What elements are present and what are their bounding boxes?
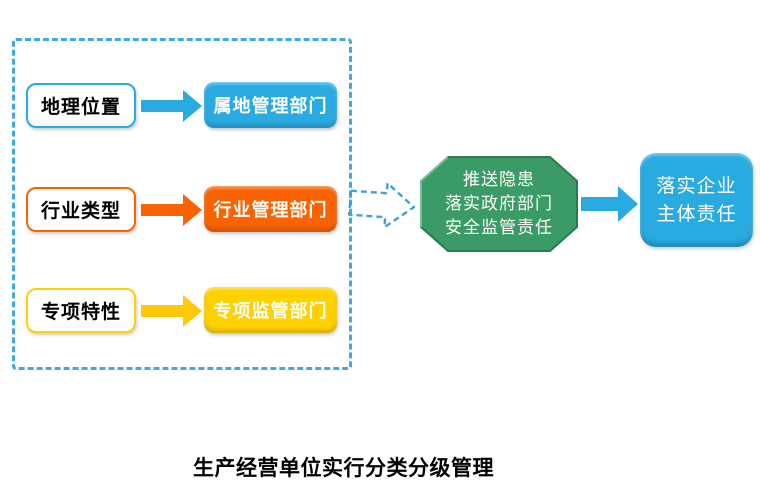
dept-box-industry: 行业管理部门 <box>204 186 337 232</box>
right-arrow-icon <box>581 186 638 222</box>
dashed-right-arrow-icon <box>348 182 416 229</box>
right-arrow-icon <box>141 90 202 122</box>
hub-line-1: 推送隐患 <box>463 170 535 190</box>
hub-octagon: 推送隐患 落实政府部门 安全监管责任 <box>420 156 578 252</box>
factor-box-geography: 地理位置 <box>26 83 136 128</box>
result-line-2: 主体责任 <box>656 203 737 225</box>
factor-box-special: 专项特性 <box>26 288 136 333</box>
diagram-caption: 生产经营单位实行分类分级管理 <box>193 457 494 480</box>
factor-box-industry: 行业类型 <box>26 187 136 232</box>
hub-line-2: 落实政府部门 <box>445 194 553 214</box>
octagon-shape-icon <box>420 156 578 252</box>
right-arrow-icon <box>141 194 202 226</box>
hub-line-3: 安全监管责任 <box>445 218 553 238</box>
hub-text: 推送隐患 落实政府部门 安全监管责任 <box>420 156 578 252</box>
result-box-enterprise-responsibility: 落实企业 主体责任 <box>640 153 753 247</box>
result-line-1: 落实企业 <box>656 175 737 197</box>
right-arrow-icon <box>141 295 202 327</box>
dept-box-territorial: 属地管理部门 <box>204 82 337 128</box>
dept-box-special: 专项监管部门 <box>204 287 337 333</box>
